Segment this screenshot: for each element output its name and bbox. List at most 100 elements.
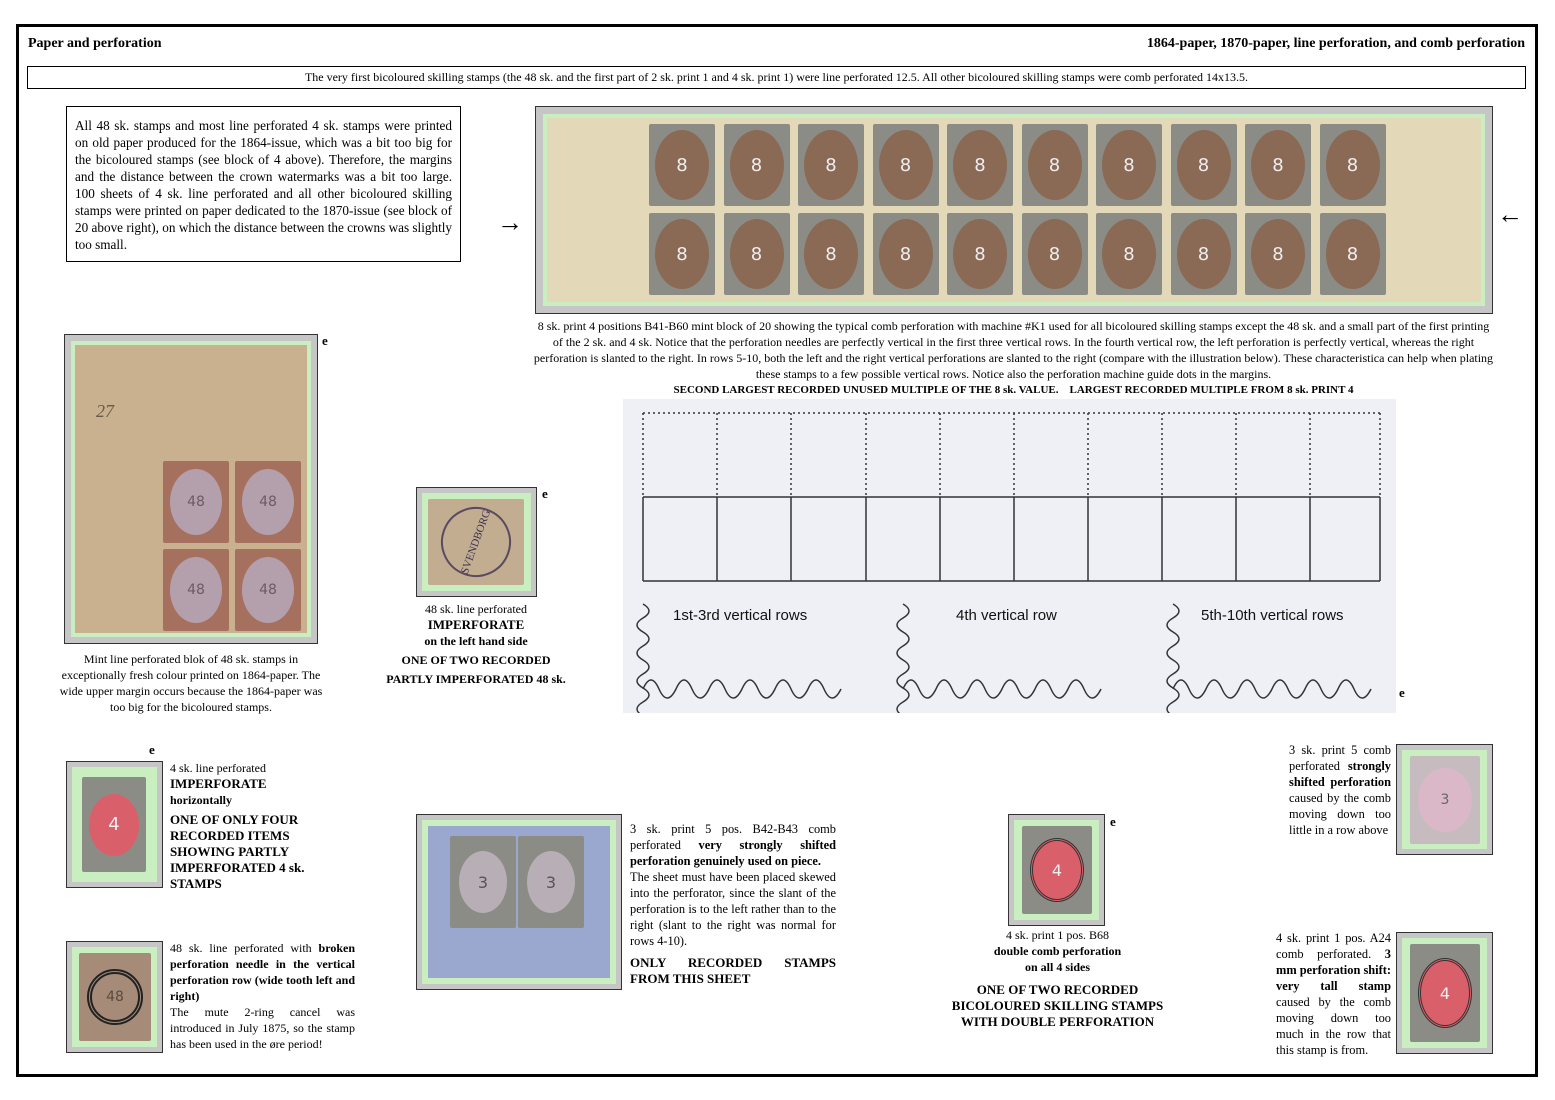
stamp-value: 8 bbox=[655, 219, 709, 289]
block-of-20-highlight: SECOND LARGEST RECORDED UNUSED MULTIPLE … bbox=[673, 384, 1354, 396]
stamp-value: 3 bbox=[527, 851, 575, 913]
caption-highlight: very strongly shifted perforation genuin… bbox=[630, 838, 836, 868]
broken-needle-caption: 48 sk. line perforated with broken perfo… bbox=[170, 940, 355, 1052]
stamp-value: 8 bbox=[804, 130, 858, 200]
caption-text: 3 sk. print 5 pos. B42-B43 comb perforat… bbox=[630, 822, 836, 852]
stamp-8sk: 8 bbox=[1170, 124, 1237, 206]
svendborg-stamp-mount: SVENDBORG bbox=[416, 487, 537, 597]
diagram-label-rows-5-10: 5th-10th vertical rows bbox=[1201, 607, 1344, 624]
stamp-value: 8 bbox=[953, 130, 1007, 200]
block-of-20-caption: 8 sk. print 4 positions B41-B60 mint blo… bbox=[532, 318, 1495, 398]
stamp-4sk-imperforate: 4 bbox=[82, 777, 146, 872]
stamp-48sk: 48 bbox=[163, 461, 229, 543]
perforation-diagram-drawing bbox=[636, 412, 1381, 713]
stamp-value: 4 bbox=[1030, 838, 1084, 902]
stamp-value: 8 bbox=[1176, 130, 1231, 200]
guide-dot-arrow-left-icon: → bbox=[497, 208, 523, 237]
stamp-8sk: 8 bbox=[947, 124, 1013, 206]
stamp-8sk: 8 bbox=[1319, 213, 1386, 295]
stamp-8sk: 8 bbox=[649, 213, 715, 295]
page-title: Paper and perforation bbox=[28, 36, 162, 51]
stamp-value: 8 bbox=[1325, 219, 1380, 289]
expertized-mark: e bbox=[1110, 814, 1116, 829]
double-perf-caption: 4 sk. print 1 pos. B68 double comb perfo… bbox=[935, 927, 1180, 1030]
stamp-8sk: 8 bbox=[798, 213, 864, 295]
stamp-value: 8 bbox=[1102, 219, 1156, 289]
intro-banner: The very first bicoloured skilling stamp… bbox=[27, 66, 1526, 89]
stamp-value: 8 bbox=[878, 219, 933, 289]
perforation-edge bbox=[1166, 603, 1372, 713]
piece-paper: 3 3 bbox=[428, 826, 610, 978]
stamp-8sk: 8 bbox=[947, 213, 1013, 295]
caption-line: 4 sk. print 1 pos. B68 bbox=[1005, 928, 1109, 942]
caption-line: ONE OF TWO RECORDED bbox=[401, 653, 551, 667]
stamp-8sk: 8 bbox=[1245, 213, 1311, 295]
stamp-8sk: 8 bbox=[1096, 124, 1162, 206]
broken-needle-mount: 48 bbox=[66, 941, 163, 1053]
expertized-mark: e bbox=[542, 486, 548, 501]
caption-text: caused by the comb moving down too littl… bbox=[1289, 791, 1391, 837]
stamp-48sk: 48 bbox=[235, 549, 301, 631]
stamp-48sk-broken-needle: 48 bbox=[79, 953, 151, 1041]
stamp-48sk-imperforate-left: SVENDBORG bbox=[428, 497, 524, 587]
caption-line: IMPERFORATE bbox=[427, 617, 525, 632]
stamp-value: 8 bbox=[1027, 130, 1082, 200]
album-page-frame bbox=[16, 24, 1538, 1077]
expertized-mark: e bbox=[149, 742, 155, 757]
block-of-20-description: 8 sk. print 4 positions B41-B60 mint blo… bbox=[533, 319, 1494, 381]
stamp-value: 3 bbox=[1418, 768, 1472, 832]
stamp-value: 48 bbox=[242, 469, 294, 535]
caption-highlight: 3 mm perforation shift: very tall stamp bbox=[1276, 947, 1391, 993]
stamp-value: 8 bbox=[878, 130, 933, 200]
stamp-8sk: 8 bbox=[1170, 213, 1237, 295]
caption-text: 48 sk. line perforated with bbox=[170, 941, 319, 955]
stamp-value: 8 bbox=[1251, 130, 1305, 200]
stamp-3sk-right: 3 bbox=[518, 836, 584, 928]
caption-line: 4 sk. line perforated bbox=[170, 761, 266, 775]
stamp-3sk-shifted: 3 bbox=[1410, 756, 1480, 844]
stamp-48sk: 48 bbox=[235, 461, 301, 543]
stamp-value: 8 bbox=[804, 219, 858, 289]
cancel-svendborg: SVENDBORG bbox=[431, 497, 521, 587]
stamp-8sk: 8 bbox=[798, 124, 864, 206]
caption-text: 3 sk. print 5 comb perforated bbox=[1289, 743, 1391, 773]
stamp-8sk: 8 bbox=[1096, 213, 1162, 295]
stamp-value: 8 bbox=[1027, 219, 1082, 289]
perforation-diagram: 1st-3rd vertical rows 4th vertical row 5… bbox=[623, 399, 1396, 713]
perforation-edge bbox=[636, 603, 842, 713]
stamp-value: 8 bbox=[1102, 130, 1156, 200]
stamp-8sk: 8 bbox=[649, 124, 715, 206]
stamp-value: 48 bbox=[170, 469, 222, 535]
caption-line: PARTLY IMPERFORATED 48 sk. bbox=[386, 672, 566, 686]
stamp-value: 48 bbox=[170, 557, 222, 623]
stamp-value: 8 bbox=[655, 130, 709, 200]
stamp-8sk: 8 bbox=[723, 124, 790, 206]
stamp-8sk: 8 bbox=[872, 213, 939, 295]
stamp-value: 3 bbox=[459, 851, 507, 913]
caption-line: IMPERFORATE bbox=[170, 776, 267, 791]
stamp-8sk: 8 bbox=[723, 213, 790, 295]
caption-highlight: ONE OF TWO RECORDED BICOLOURED SKILLING … bbox=[951, 982, 1164, 1029]
piece-mount: 3 3 bbox=[416, 814, 622, 990]
stamp-48sk: 48 bbox=[163, 549, 229, 631]
caption-line: on the left hand side bbox=[424, 634, 528, 648]
tall-4sk-caption: 4 sk. print 1 pos. A24 comb perforated. … bbox=[1276, 930, 1391, 1058]
caption-text: The sheet must have been placed skewed i… bbox=[630, 870, 836, 948]
stamp-value: 4 bbox=[89, 793, 139, 856]
caption-highlight: strongly shifted perforation bbox=[1289, 759, 1391, 789]
diagram-label-row-4: 4th vertical row bbox=[956, 607, 1057, 624]
caption-highlight: broken perforation needle in the vertica… bbox=[170, 941, 355, 1003]
svendborg-caption: 48 sk. line perforated IMPERFORATE on th… bbox=[370, 601, 582, 687]
4sk-imperf-mount: 4 bbox=[66, 761, 163, 888]
stamp-value: 4 bbox=[1418, 958, 1472, 1028]
pencil-note: 27 bbox=[96, 401, 114, 421]
perforation-dots bbox=[642, 412, 1381, 497]
caption-line: double comb perforation bbox=[993, 944, 1122, 958]
stamp-value: 8 bbox=[1176, 219, 1231, 289]
perforation-edge bbox=[896, 603, 1102, 713]
stamp-3sk-left: 3 bbox=[450, 836, 516, 928]
stamp-8sk: 8 bbox=[1319, 124, 1386, 206]
stamp-8sk: 8 bbox=[1021, 213, 1088, 295]
shifted-3sk-caption: 3 sk. print 5 comb perforated strongly s… bbox=[1289, 742, 1391, 838]
